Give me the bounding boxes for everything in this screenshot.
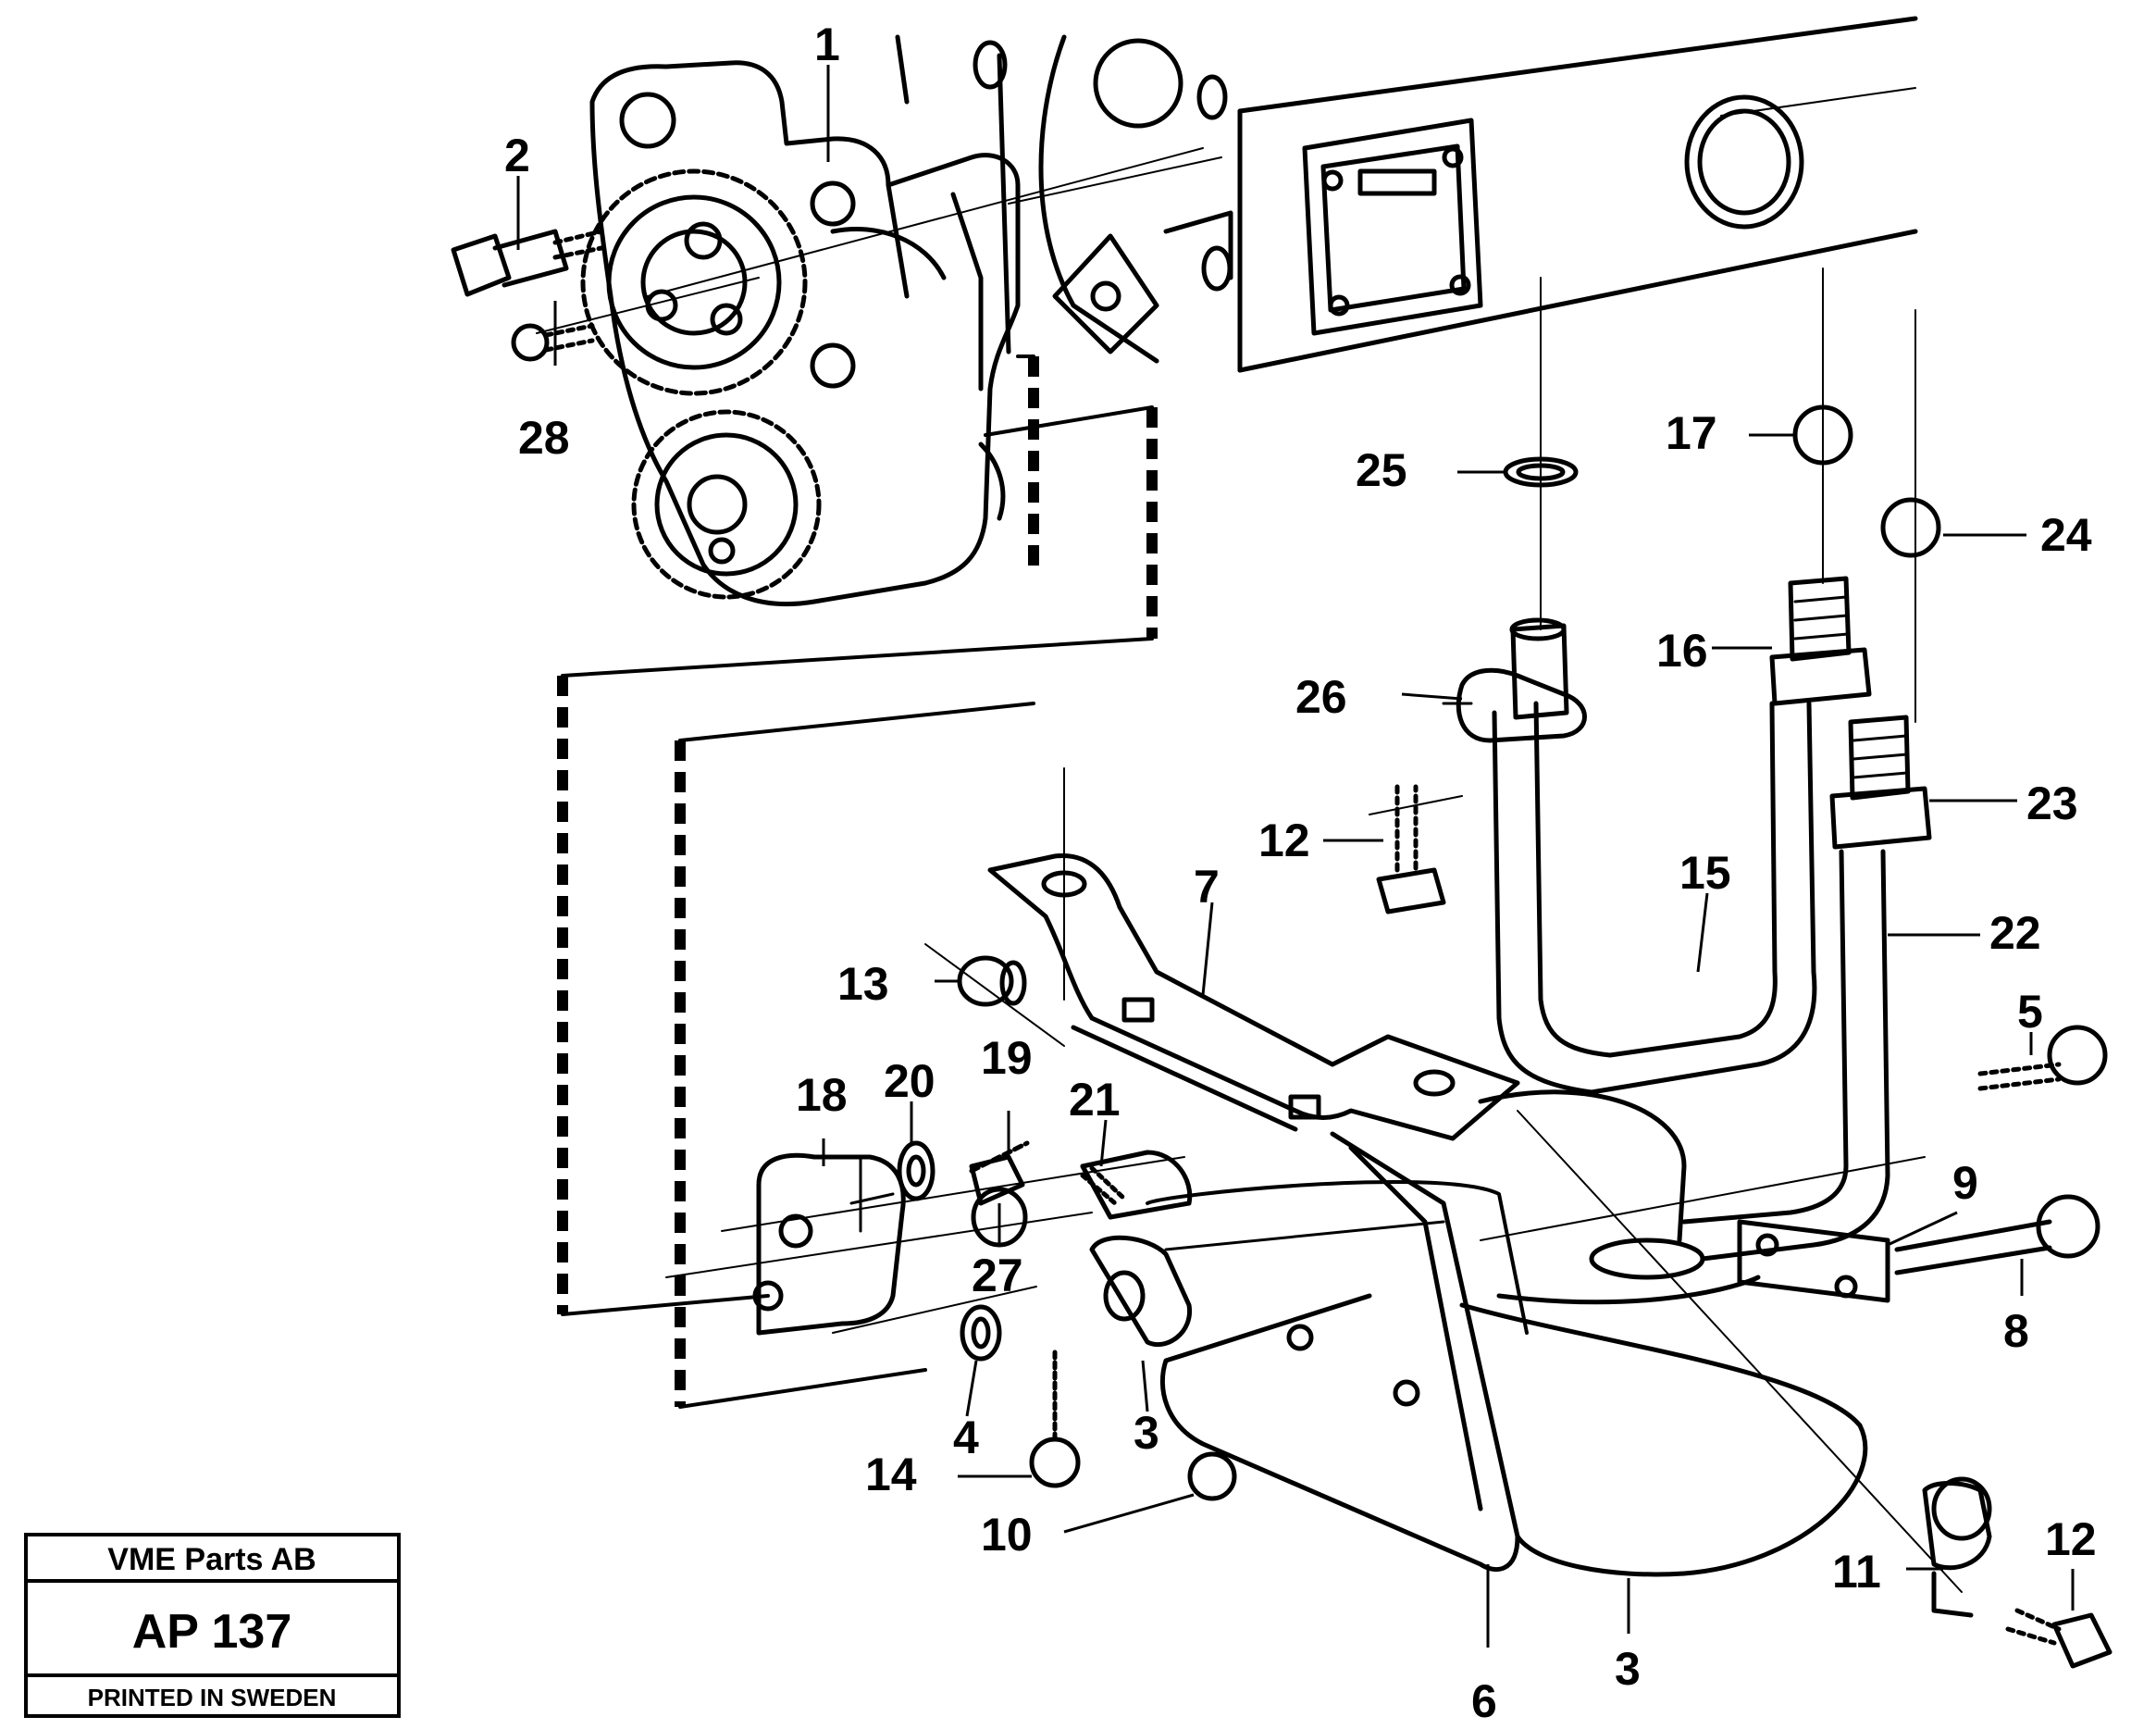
callout-17: 17 (1666, 407, 1717, 459)
callout-13: 13 (837, 958, 889, 1010)
callout-22: 22 (1989, 907, 2041, 959)
stamp-company: VME Parts AB (107, 1542, 316, 1577)
callout-8: 8 (2003, 1305, 2029, 1357)
callout-26: 26 (1295, 671, 1347, 723)
engine-block (886, 16, 1918, 373)
callout-5: 5 (2017, 986, 2043, 1038)
stamp-box: VME Parts AB AP 137 PRINTED IN SWEDEN (24, 1533, 401, 1718)
plug-24 (1880, 497, 1941, 558)
screw-28 (511, 323, 595, 362)
callout-11: 11 (1832, 1546, 1881, 1598)
callout-10: 10 (981, 1509, 1033, 1561)
callout-2: 2 (504, 130, 530, 181)
callout-12-lower: 12 (2045, 1513, 2097, 1565)
assembly-lines (536, 147, 1963, 1593)
callout-labels: 1 2 28 25 17 24 16 26 23 12 15 7 22 13 5… (504, 19, 2097, 1727)
plate-9 (1737, 1219, 1890, 1303)
stamp-code: AP 137 (132, 1605, 292, 1659)
callout-27: 27 (972, 1250, 1023, 1301)
callout-3-lower: 3 (1615, 1643, 1641, 1695)
callout-12-upper: 12 (1258, 815, 1310, 866)
flange-26 (1442, 617, 1587, 743)
bolt-19 (969, 1140, 1030, 1206)
callout-1: 1 (814, 19, 840, 70)
stamp-printed: PRINTED IN SWEDEN (88, 1684, 337, 1711)
pipe-22 (1681, 849, 1890, 1262)
callout-9: 9 (1952, 1157, 1978, 1209)
clip-11 (1922, 1476, 1992, 1618)
callout-14: 14 (865, 1449, 917, 1500)
leader-lines (516, 65, 2075, 1648)
dashed-line-connectors (561, 355, 1154, 1409)
bolt-12-lower (2005, 1608, 2113, 1669)
callout-20: 20 (884, 1055, 936, 1107)
oil-strainer (1146, 1089, 1868, 1577)
bolt-12-upper (1376, 784, 1446, 914)
callout-24: 24 (2040, 509, 2092, 561)
pipe-fitting-16 (1769, 576, 1872, 706)
pump-to-pickup-dashed-lines (557, 356, 1158, 1407)
pipe-15 (1492, 701, 1817, 1095)
callout-25: 25 (1356, 444, 1407, 496)
callout-6: 6 (1471, 1675, 1497, 1727)
nut-10 (1187, 1451, 1237, 1501)
callout-15: 15 (1679, 847, 1731, 899)
callout-28: 28 (518, 412, 570, 464)
callout-7: 7 (1194, 861, 1220, 913)
callout-3-upper: 3 (1134, 1407, 1159, 1459)
flange-3-upper (1089, 1235, 1192, 1348)
bolt-8 (1894, 1194, 2100, 1275)
callout-21: 21 (1069, 1074, 1121, 1126)
washer-20 (897, 1140, 936, 1201)
o-ring-4 (960, 1304, 1002, 1362)
callout-19: 19 (981, 1032, 1033, 1084)
bolt-2 (451, 229, 604, 297)
oil-pump (580, 60, 1021, 607)
bracket-7 (987, 852, 1520, 1141)
callout-16: 16 (1656, 625, 1708, 677)
bolt-5 (1977, 1025, 2108, 1091)
pipe-fitting-23 (1829, 715, 1932, 850)
nut-13 (957, 955, 1027, 1007)
callout-4: 4 (953, 1412, 979, 1463)
callout-23: 23 (2026, 777, 2078, 829)
bolt-14 (1029, 1349, 1081, 1488)
fitting-21 (1080, 1150, 1193, 1220)
callout-18: 18 (796, 1069, 848, 1121)
